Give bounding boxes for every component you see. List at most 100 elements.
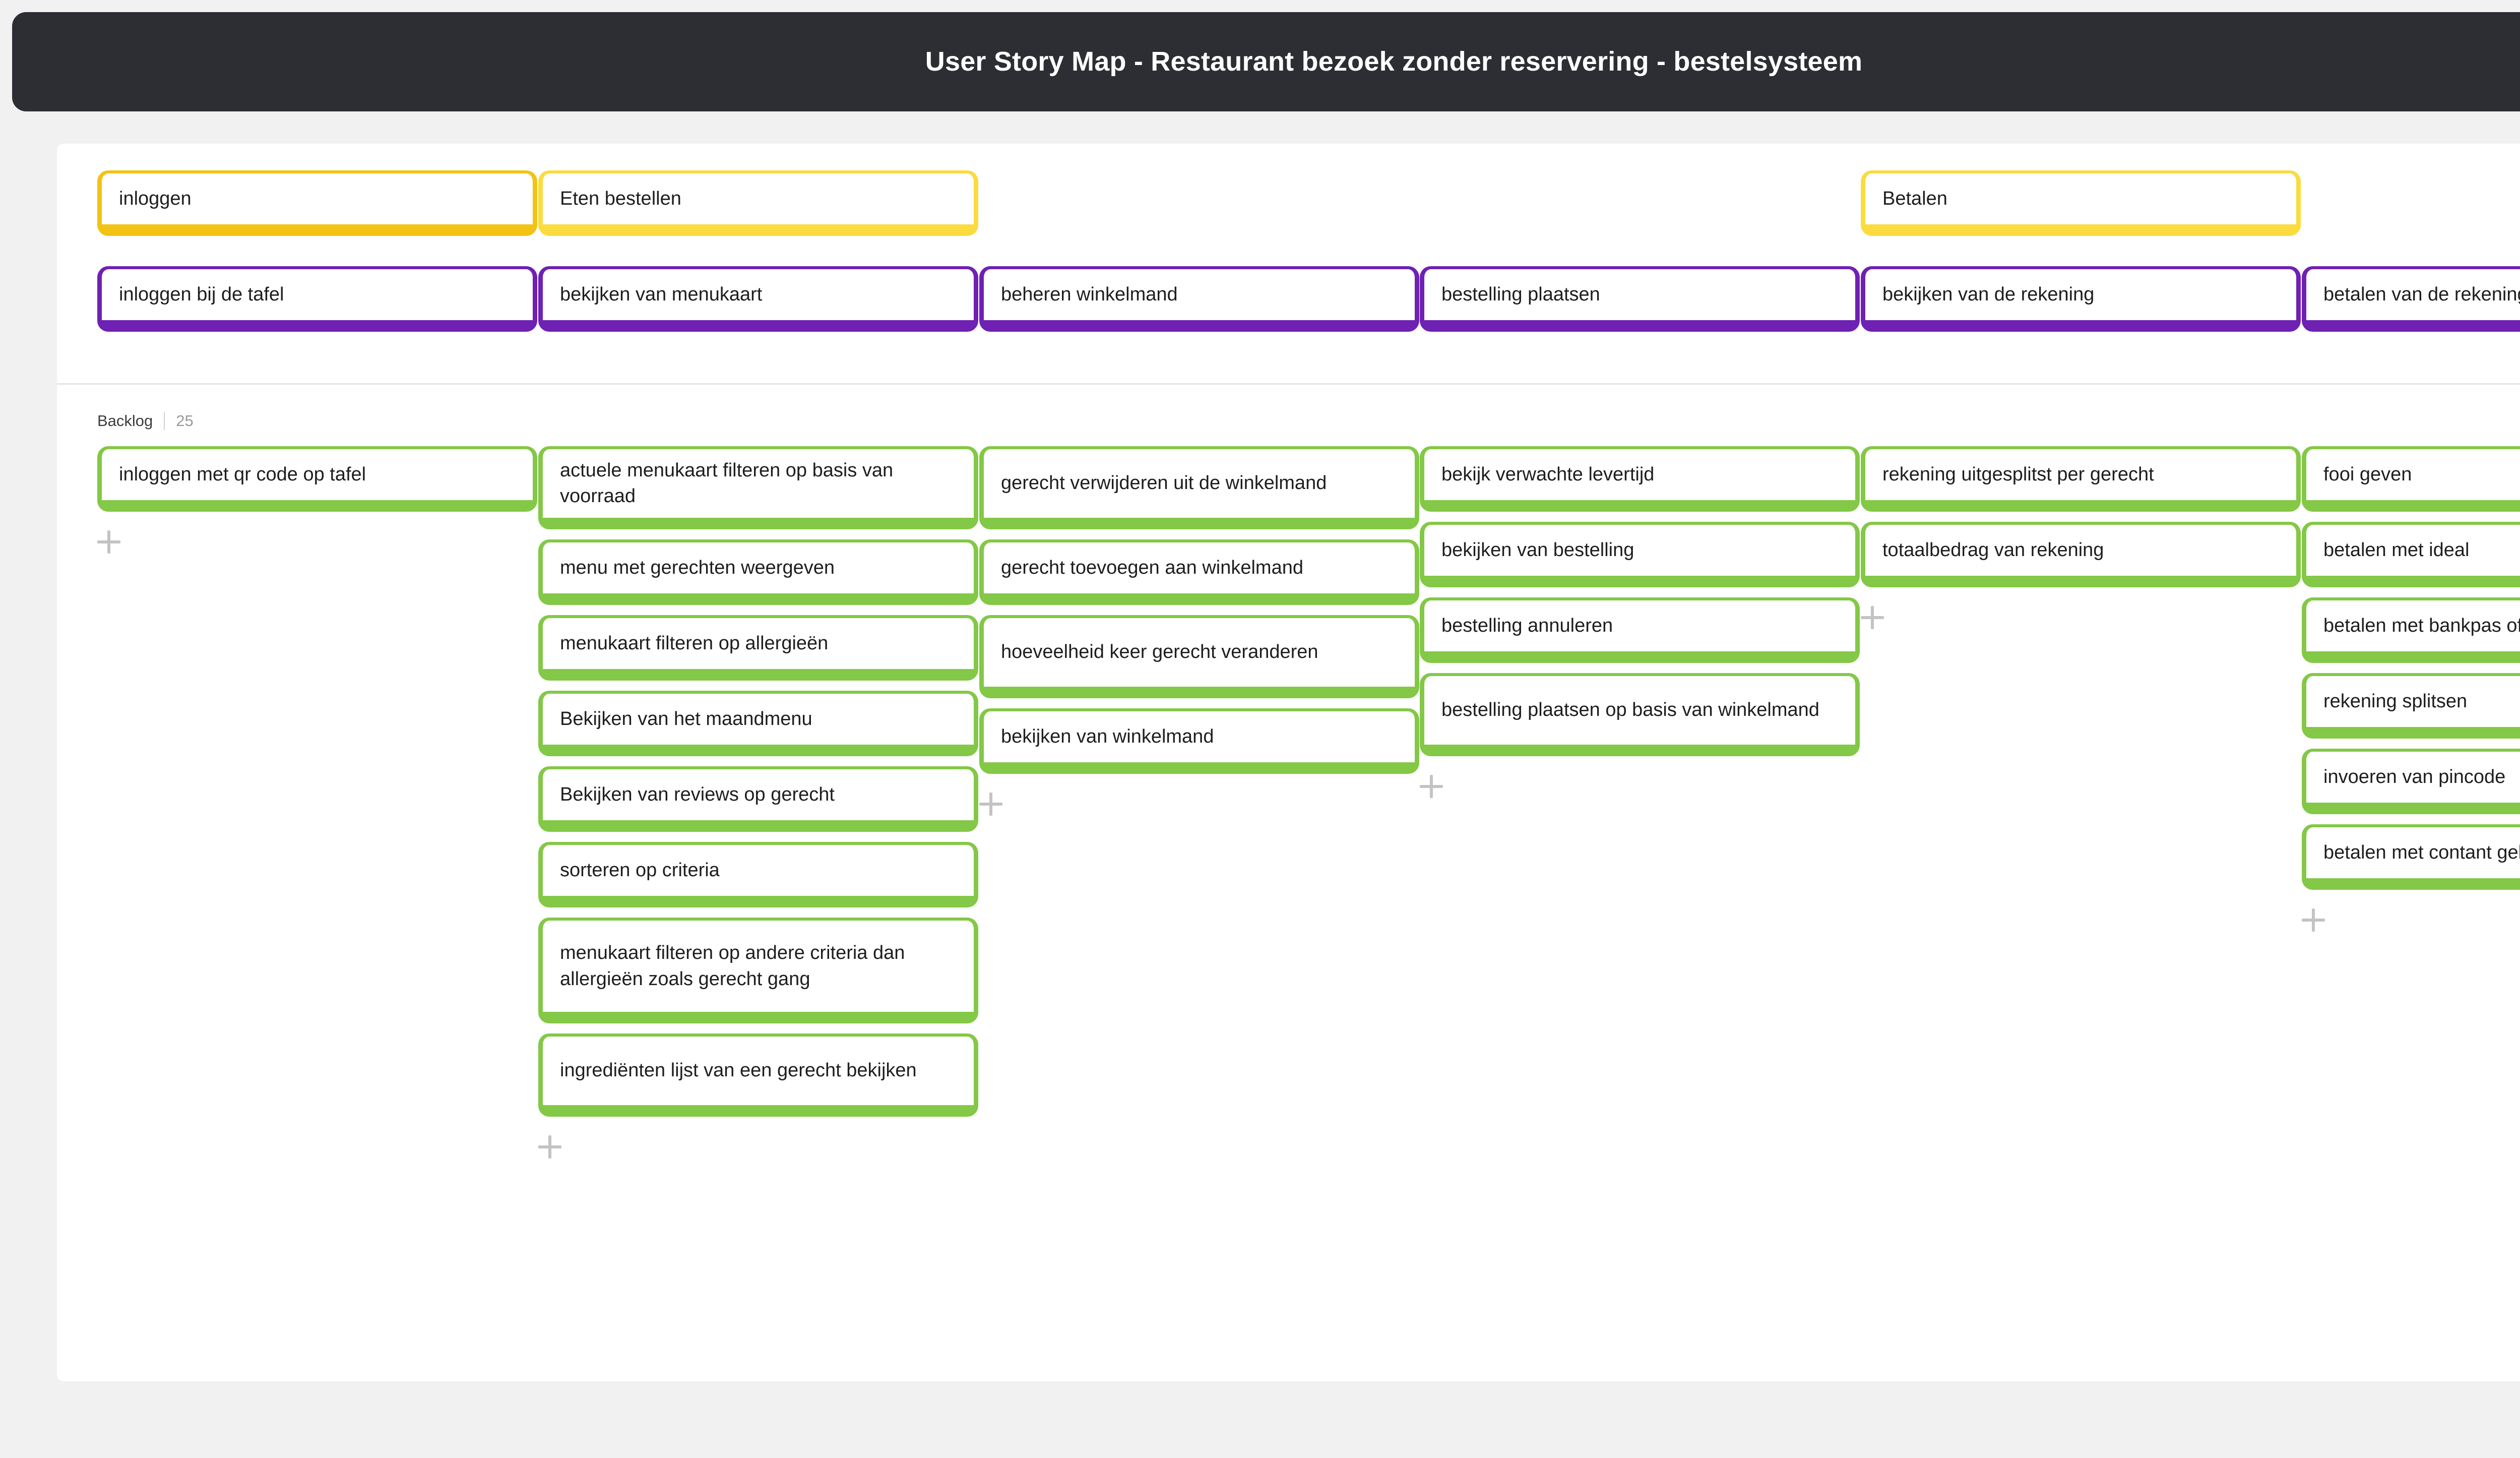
backlog-stack-5: rekening uitgesplitst per gerecht totaal… bbox=[1861, 446, 2301, 587]
add-story-button-column-3[interactable] bbox=[979, 791, 1005, 817]
activity-card-bestelling-plaatsen[interactable]: bestelling plaatsen bbox=[1420, 266, 1860, 332]
backlog-column-5: rekening uitgesplitst per gerecht totaal… bbox=[1861, 446, 2301, 631]
backlog-divider bbox=[164, 412, 165, 430]
epic-slot-1: inloggen bbox=[97, 170, 537, 236]
story-card-label: menukaart filteren op andere criteria da… bbox=[560, 942, 905, 990]
backlog-stack-2: actuele menukaart filteren op basis van … bbox=[538, 446, 978, 1117]
story-card[interactable]: bekijken van bestelling bbox=[1420, 522, 1860, 587]
story-card[interactable]: betalen met bankpas of creditcard bbox=[2302, 597, 2520, 663]
activity-slot-5: bekijken van de rekening bbox=[1861, 266, 2301, 332]
story-card[interactable]: bestelling plaatsen op basis van winkelm… bbox=[1420, 673, 1860, 756]
backlog-column-6: fooi geven betalen met ideal betalen met… bbox=[2302, 446, 2520, 933]
story-card-label: betalen met contant geld bbox=[2323, 841, 2520, 863]
story-card[interactable]: betalen met ideal bbox=[2302, 522, 2520, 587]
epic-card-inloggen[interactable]: inloggen bbox=[97, 170, 537, 236]
story-card[interactable]: gerecht toevoegen aan winkelmand bbox=[979, 539, 1419, 605]
story-card-label: bestelling annuleren bbox=[1441, 615, 1613, 636]
story-card-label: bekijken van bestelling bbox=[1441, 539, 1634, 561]
activity-card-label: inloggen bij de tafel bbox=[119, 283, 284, 305]
story-map-board: inloggen inloggen bij de tafel Eten best… bbox=[57, 144, 2520, 1381]
story-card[interactable]: ingrediënten lijst van een gerecht bekij… bbox=[538, 1034, 978, 1117]
backlog-grid: inloggen met qr code op tafel actuele me… bbox=[97, 446, 2520, 1354]
epic-slot-2: Eten bestellen bbox=[538, 170, 978, 236]
story-card[interactable]: inloggen met qr code op tafel bbox=[97, 446, 537, 512]
activity-card-beheren-winkelmand[interactable]: beheren winkelmand bbox=[979, 266, 1419, 332]
epic-card-label: Betalen bbox=[1882, 188, 1947, 209]
epic-card-label: Eten bestellen bbox=[560, 188, 681, 209]
activity-card-label: bestelling plaatsen bbox=[1441, 283, 1600, 305]
story-card-label: sorteren op criteria bbox=[560, 859, 720, 881]
story-card-label: hoeveelheid keer gerecht veranderen bbox=[1001, 641, 1318, 663]
story-card-label: ingrediënten lijst van een gerecht bekij… bbox=[560, 1060, 917, 1081]
backlog-header: Backlog 25 bbox=[97, 412, 194, 430]
story-card-label: actuele menukaart filteren op basis van … bbox=[560, 459, 894, 507]
story-card[interactable]: gerecht verwijderen uit de winkelmand bbox=[979, 446, 1419, 529]
app-title-bar: User Story Map - Restaurant bezoek zonde… bbox=[12, 12, 2520, 111]
backlog-column-4: bekijk verwachte levertijd bekijken van … bbox=[1420, 446, 1860, 800]
add-story-button-column-5[interactable] bbox=[1861, 604, 1887, 631]
story-card[interactable]: bekijken van winkelmand bbox=[979, 708, 1419, 774]
add-story-button-column-6[interactable] bbox=[2302, 907, 2328, 933]
backlog-count: 25 bbox=[176, 412, 194, 430]
activity-card-label: beheren winkelmand bbox=[1001, 283, 1178, 305]
story-card[interactable]: menukaart filteren op allergieën bbox=[538, 615, 978, 681]
epic-slot-5: Betalen bbox=[1861, 170, 2301, 236]
story-card[interactable]: rekening uitgesplitst per gerecht bbox=[1861, 446, 2301, 512]
story-card[interactable]: Bekijken van reviews op gerecht bbox=[538, 766, 978, 832]
story-card-label: invoeren van pincode bbox=[2323, 766, 2506, 787]
story-card[interactable]: Bekijken van het maandmenu bbox=[538, 691, 978, 756]
story-card[interactable]: rekening splitsen bbox=[2302, 673, 2520, 739]
activity-card-inloggen-bij-de-tafel[interactable]: inloggen bij de tafel bbox=[97, 266, 537, 332]
story-card[interactable]: hoeveelheid keer gerecht veranderen bbox=[979, 615, 1419, 698]
backlog-stack-6: fooi geven betalen met ideal betalen met… bbox=[2302, 446, 2520, 890]
add-story-button-column-2[interactable] bbox=[538, 1134, 564, 1160]
activity-slot-2: bekijken van menukaart bbox=[538, 266, 978, 332]
backlog-stack-3: gerecht verwijderen uit de winkelmand ge… bbox=[979, 446, 1419, 774]
activity-card-label: bekijken van menukaart bbox=[560, 283, 763, 305]
story-card-label: betalen met bankpas of creditcard bbox=[2323, 615, 2520, 636]
story-card[interactable]: bekijk verwachte levertijd bbox=[1420, 446, 1860, 512]
story-card-label: bekijken van winkelmand bbox=[1001, 725, 1214, 747]
page-title: User Story Map - Restaurant bezoek zonde… bbox=[925, 46, 1863, 77]
backlog-stack-1: inloggen met qr code op tafel bbox=[97, 446, 537, 512]
story-card[interactable]: menu met gerechten weergeven bbox=[538, 539, 978, 605]
backlog-column-2: actuele menukaart filteren op basis van … bbox=[538, 446, 978, 1160]
activity-card-bekijken-van-menukaart[interactable]: bekijken van menukaart bbox=[538, 266, 978, 332]
epic-card-betalen[interactable]: Betalen bbox=[1861, 170, 2301, 236]
activity-card-betalen-van-de-rekening[interactable]: betalen van de rekening bbox=[2302, 266, 2520, 332]
story-card-label: totaalbedrag van rekening bbox=[1882, 539, 2104, 561]
backlog-stack-4: bekijk verwachte levertijd bekijken van … bbox=[1420, 446, 1860, 756]
story-card-label: inloggen met qr code op tafel bbox=[119, 463, 366, 485]
activity-slot-3: beheren winkelmand bbox=[979, 266, 1419, 332]
story-card-label: rekening uitgesplitst per gerecht bbox=[1882, 463, 2154, 485]
story-card[interactable]: fooi geven bbox=[2302, 446, 2520, 512]
story-card-label: Bekijken van het maandmenu bbox=[560, 708, 812, 730]
story-card[interactable]: menukaart filteren op andere criteria da… bbox=[538, 918, 978, 1023]
story-card[interactable]: bestelling annuleren bbox=[1420, 597, 1860, 663]
story-card-label: betalen met ideal bbox=[2323, 539, 2470, 561]
structure-section: inloggen inloggen bij de tafel Eten best… bbox=[57, 144, 2520, 385]
story-card-label: fooi geven bbox=[2323, 463, 2412, 485]
epic-card-label: inloggen bbox=[119, 188, 192, 209]
activity-card-bekijken-van-de-rekening[interactable]: bekijken van de rekening bbox=[1861, 266, 2301, 332]
epic-card-eten-bestellen[interactable]: Eten bestellen bbox=[538, 170, 978, 236]
story-card[interactable]: invoeren van pincode bbox=[2302, 749, 2520, 814]
story-card[interactable]: sorteren op criteria bbox=[538, 842, 978, 907]
add-story-button-column-1[interactable] bbox=[97, 529, 123, 555]
backlog-label: Backlog bbox=[97, 412, 153, 430]
story-card-label: gerecht toevoegen aan winkelmand bbox=[1001, 557, 1303, 578]
story-card[interactable]: actuele menukaart filteren op basis van … bbox=[538, 446, 978, 529]
activity-card-label: betalen van de rekening bbox=[2323, 283, 2520, 305]
story-card[interactable]: totaalbedrag van rekening bbox=[1861, 522, 2301, 587]
story-card-label: menu met gerechten weergeven bbox=[560, 557, 835, 578]
story-card[interactable]: betalen met contant geld bbox=[2302, 824, 2520, 890]
activity-card-label: bekijken van de rekening bbox=[1882, 283, 2095, 305]
story-card-label: bestelling plaatsen op basis van winkelm… bbox=[1441, 699, 1819, 721]
story-card-label: Bekijken van reviews op gerecht bbox=[560, 783, 835, 805]
backlog-column-1: inloggen met qr code op tafel bbox=[97, 446, 537, 555]
story-card-label: bekijk verwachte levertijd bbox=[1441, 463, 1655, 485]
add-story-button-column-4[interactable] bbox=[1420, 773, 1446, 800]
story-card-label: rekening splitsen bbox=[2323, 690, 2468, 712]
story-card-label: gerecht verwijderen uit de winkelmand bbox=[1001, 472, 1327, 494]
